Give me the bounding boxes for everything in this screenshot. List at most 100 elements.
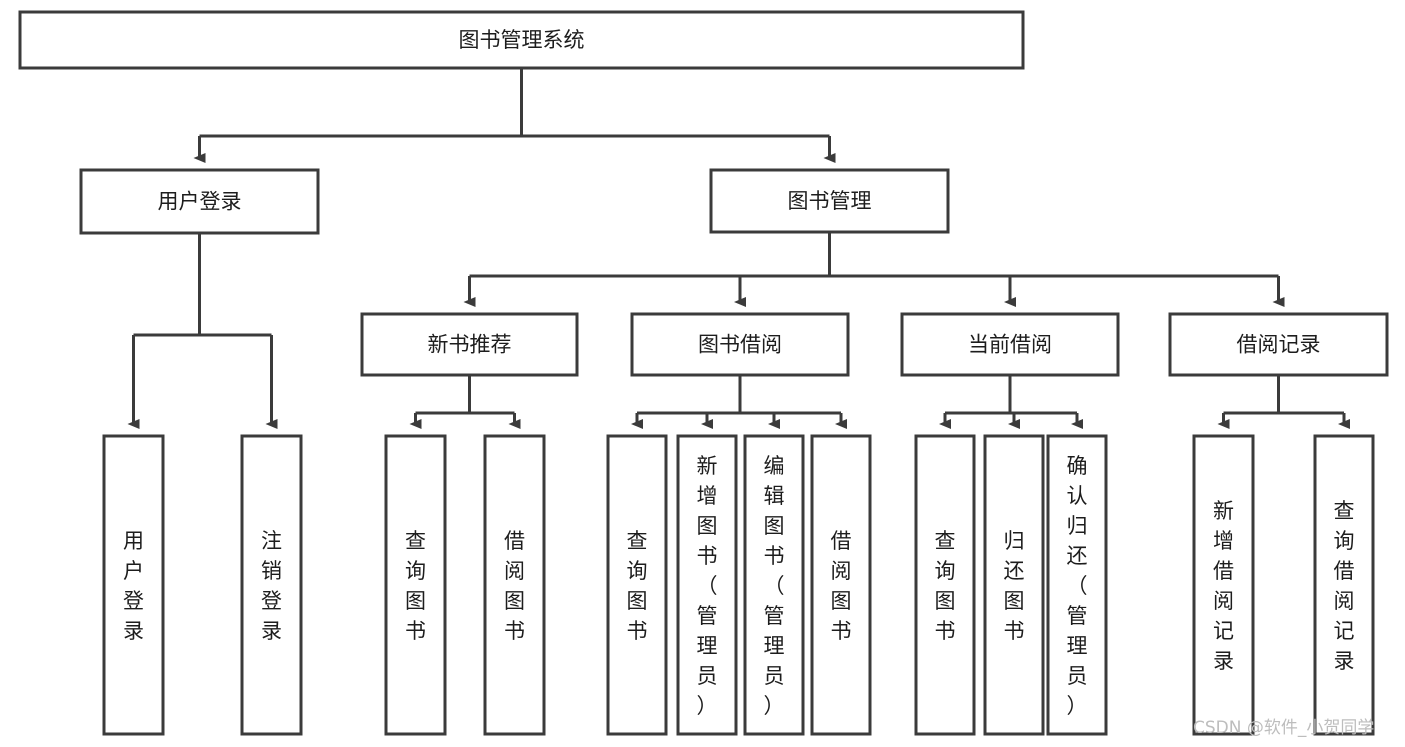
- csdn-watermark: CSDN @软件_小贺同学: [1193, 718, 1374, 738]
- node-label: 图书借阅: [698, 333, 782, 357]
- leaf-label-char: 管: [764, 604, 785, 628]
- leaf-label-char: 户: [123, 559, 144, 583]
- leaf-label-char: 询: [1334, 529, 1355, 553]
- leaf-label-char: 图: [504, 589, 525, 613]
- leaf-label-char: 阅: [1213, 589, 1234, 613]
- leaf-label-char: 管: [1067, 604, 1088, 628]
- leaf-label-char: 员: [1067, 664, 1088, 688]
- leaf-label-char: 书: [627, 619, 648, 643]
- leaf-label-char: 书: [405, 619, 426, 643]
- leaf-label-char: 增: [1213, 529, 1234, 553]
- node-root[interactable]: 图书管理系统: [18, 10, 1025, 70]
- node-current-borrow[interactable]: 当前借阅: [900, 312, 1120, 377]
- leaf-label-char: 增: [697, 484, 718, 508]
- leaf-label-char: 理: [764, 634, 785, 658]
- node-box[interactable]: [630, 312, 850, 377]
- connector-edges: [127, 68, 1350, 429]
- leaf-label-char: 查: [935, 529, 956, 553]
- node-box[interactable]: [676, 434, 738, 736]
- node-box[interactable]: [1192, 434, 1255, 736]
- node-box[interactable]: [743, 434, 805, 736]
- node-box[interactable]: [900, 312, 1120, 377]
- leaf-label-char: 编: [764, 454, 785, 478]
- node-box[interactable]: [360, 312, 579, 377]
- leaf-label-char: 借: [1213, 559, 1234, 583]
- leaf-label-char: 员: [697, 664, 718, 688]
- leaf-label-char: 图: [697, 514, 718, 538]
- leaf-label-char: 录: [261, 619, 282, 643]
- node-label: 当前借阅: [968, 333, 1052, 357]
- leaf-label-char: 借: [1334, 559, 1355, 583]
- leaf-label-char: 图: [831, 589, 852, 613]
- leaf-label-char: 图: [935, 589, 956, 613]
- leaf-label-char: 书: [504, 619, 525, 643]
- node-box[interactable]: [1168, 312, 1389, 377]
- node-label: 新书推荐: [428, 333, 512, 357]
- node-book-borrow[interactable]: 图书借阅: [630, 312, 850, 377]
- leaf-label-char: 阅: [831, 559, 852, 583]
- leaf-label-char: 理: [697, 634, 718, 658]
- node-boxes: 图书管理系统用户登录图书管理新书推荐图书借阅当前借阅借阅记录用户登录注销登录查询…: [18, 10, 1389, 736]
- node-box[interactable]: [1046, 434, 1108, 736]
- node-box[interactable]: [983, 434, 1045, 736]
- leaf-label-char: ）: [764, 694, 785, 718]
- node-box[interactable]: [606, 434, 668, 736]
- leaf-label-char: 阅: [504, 559, 525, 583]
- leaf-label-char: 新: [1213, 499, 1234, 523]
- leaf-label-char: 询: [627, 559, 648, 583]
- leaf-label-char: 查: [405, 529, 426, 553]
- leaf-label-char: 记: [1334, 619, 1355, 643]
- node-label: 借阅记录: [1237, 333, 1321, 357]
- node-box[interactable]: [384, 434, 447, 736]
- node-user-login[interactable]: 用户登录: [79, 168, 320, 235]
- leaf-label-char: 管: [697, 604, 718, 628]
- leaf-label-char: （: [697, 574, 718, 598]
- leaf-label-char: 查: [627, 529, 648, 553]
- leaf-label-char: 图: [1004, 589, 1025, 613]
- node-box[interactable]: [1313, 434, 1375, 736]
- node-book-manage[interactable]: 图书管理: [709, 168, 950, 234]
- node-box[interactable]: [240, 434, 303, 736]
- leaf-label-char: 书: [697, 544, 718, 568]
- leaf-label-char: 查: [1334, 499, 1355, 523]
- leaf-label-char: 理: [1067, 634, 1088, 658]
- node-box[interactable]: [914, 434, 976, 736]
- node-borrow-record[interactable]: 借阅记录: [1168, 312, 1389, 377]
- leaf-label-char: 借: [504, 529, 525, 553]
- node-label: 用户登录: [158, 190, 242, 214]
- node-leaf-user-login[interactable]: 用户登录: [102, 434, 165, 736]
- node-box[interactable]: [79, 168, 320, 235]
- node-new-book-recommend[interactable]: 新书推荐: [360, 312, 579, 377]
- leaf-label-char: 录: [123, 619, 144, 643]
- node-box[interactable]: [709, 168, 950, 234]
- node-box[interactable]: [18, 10, 1025, 70]
- leaf-label-char: 图: [405, 589, 426, 613]
- leaf-label-char: 员: [764, 664, 785, 688]
- node-box[interactable]: [102, 434, 165, 736]
- node-box[interactable]: [810, 434, 872, 736]
- leaf-label-char: 还: [1004, 559, 1025, 583]
- leaf-label-char: ）: [1067, 694, 1088, 718]
- leaf-label-char: 图: [764, 514, 785, 538]
- leaf-label-char: 还: [1067, 544, 1088, 568]
- leaf-label-char: 图: [627, 589, 648, 613]
- leaf-label-char: 书: [935, 619, 956, 643]
- leaf-label-char: 归: [1004, 529, 1025, 553]
- node-box[interactable]: [483, 434, 546, 736]
- leaf-label-char: 书: [764, 544, 785, 568]
- leaf-label-char: 书: [1004, 619, 1025, 643]
- leaf-label-char: 询: [935, 559, 956, 583]
- leaf-label-char: 认: [1067, 484, 1088, 508]
